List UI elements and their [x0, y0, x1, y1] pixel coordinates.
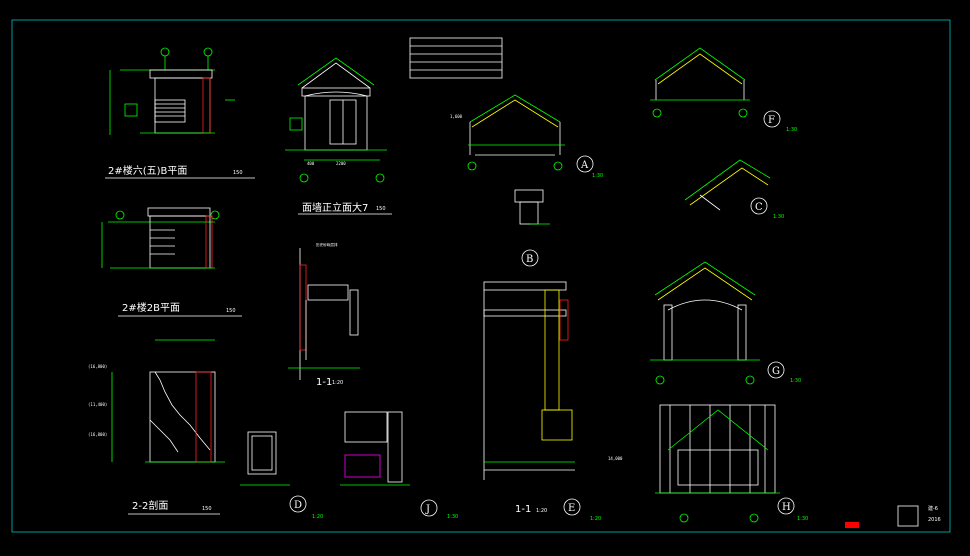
section-11-large-view: 1-1 1:20 14,000 [483, 281, 623, 515]
section-11-small-scale: 1:20 [332, 380, 343, 386]
detail-f-scale: 1:30 [786, 127, 797, 133]
section-11-large-dim: 14,000 [608, 456, 623, 461]
elevation-view: 2200 400 面墙正立面大7 150 [285, 57, 392, 215]
section-11-small-view: 1-1 1:20 历史砂砾层排 [288, 242, 360, 388]
plan-2b-title: 2#楼2B平面 [122, 301, 180, 314]
elevation-scale: 150 [376, 206, 386, 212]
detail-e-scale: 1:20 [590, 516, 601, 522]
detail-f-mark: F [768, 115, 775, 126]
detail-j-scale: 1:30 [447, 514, 458, 520]
detail-e-view: E 1:20 [563, 498, 601, 522]
detail-d-scale: 1:20 [312, 514, 323, 520]
detail-a-scale: 1:30 [592, 173, 603, 179]
section-22-scale: 150 [202, 506, 212, 512]
svg-text:(16,800): (16,800) [88, 432, 107, 437]
title-block-label1: 建-6 [928, 505, 938, 512]
detail-f-view: F 1:30 [650, 47, 797, 133]
section-11-large-title: 1-1 [515, 504, 531, 515]
title-block: 建-6 2016 [845, 505, 941, 528]
detail-h-scale: 1:30 [797, 516, 808, 522]
detail-d-mark: D [294, 500, 302, 511]
plan-5b-title: 2#楼六(五)B平面 [108, 164, 187, 177]
svg-text:历史砂砾层排: 历史砂砾层排 [316, 242, 338, 247]
title-block-label2: 2016 [928, 517, 941, 523]
detail-d-view: D 1:20 [240, 431, 323, 520]
detail-j-view: J 1:30 [340, 411, 458, 520]
plan-2b-view: 2#楼2B平面 150 [101, 207, 242, 317]
detail-a-view: A 1:30 1,600 [450, 94, 603, 179]
detail-c-view: C 1:30 [684, 159, 784, 220]
detail-c-scale: 1:30 [773, 214, 784, 220]
detail-b-mark: B [526, 254, 533, 265]
elevation-title: 面墙正立面大7 [302, 201, 368, 214]
section-11-large-scale: 1:20 [536, 508, 547, 514]
detail-e-mark: E [568, 503, 575, 514]
section-22-title: 2-2剖面 [132, 499, 168, 512]
detail-j-mark: J [425, 504, 430, 515]
detail-h-mark: H [782, 502, 791, 513]
detail-a-mark: A [580, 160, 589, 171]
drawing-frame [11, 19, 951, 533]
section-22-view: (16,800) (11,400) (16,800) 2-2剖面 150 [88, 339, 225, 515]
svg-text:(11,400): (11,400) [88, 402, 107, 407]
notes-table [409, 37, 503, 79]
plan-5b-scale: 150 [233, 170, 243, 176]
plan-2b-scale: 150 [226, 308, 236, 314]
detail-h-view: H 1:30 [655, 404, 808, 523]
detail-a-dim: 1,600 [450, 114, 463, 119]
detail-c-mark: C [755, 202, 763, 213]
svg-text:(16,800): (16,800) [88, 364, 107, 369]
detail-g-view: G 1:30 [650, 261, 801, 385]
detail-b-view: B [514, 189, 550, 267]
section-11-small-title: 1-1 [316, 377, 332, 388]
elevation-dim-2200: 2200 [336, 161, 346, 166]
detail-g-scale: 1:30 [790, 378, 801, 384]
plan-5b-view: 2#楼六(五)B平面 150 [105, 47, 255, 179]
elevation-dim-400: 400 [307, 161, 315, 166]
detail-g-mark: G [772, 366, 780, 377]
